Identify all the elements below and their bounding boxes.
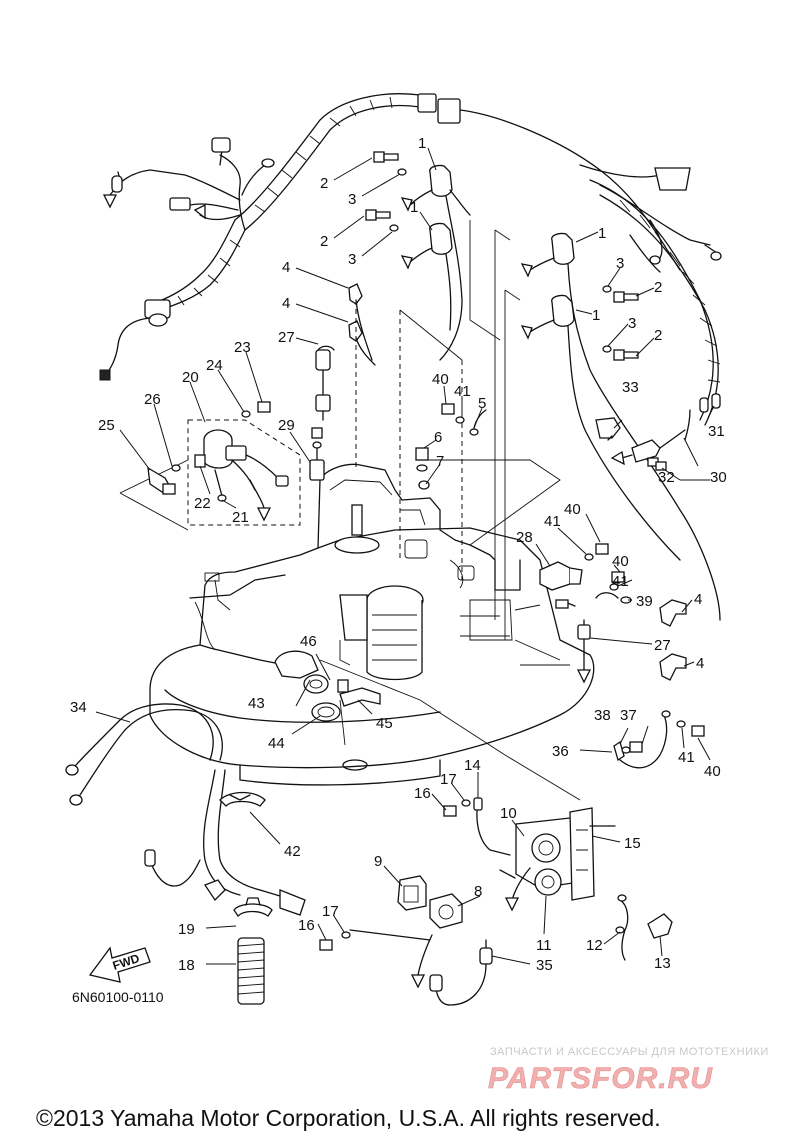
lead-wires-27-29	[309, 345, 592, 684]
callout-3: 3	[348, 191, 356, 208]
callout-2: 2	[320, 233, 328, 250]
diagram-reference-code: 6N60100-0110	[72, 989, 164, 1005]
callout-5: 5	[478, 395, 486, 412]
callout-20: 20	[182, 369, 199, 386]
callout-35: 35	[536, 957, 553, 974]
battery-cables	[65, 703, 306, 916]
callout-2: 2	[654, 279, 662, 296]
callout-26: 26	[144, 391, 161, 408]
callout-40: 40	[432, 371, 449, 388]
callout-37: 37	[620, 707, 637, 724]
callout-3: 3	[616, 255, 624, 272]
callout-4: 4	[282, 259, 290, 276]
callout-38: 38	[594, 707, 611, 724]
callout-1: 1	[418, 135, 426, 152]
callout-40: 40	[704, 763, 721, 780]
callout-42: 42	[284, 843, 301, 860]
callout-4: 4	[694, 591, 702, 608]
callout-33: 33	[622, 379, 639, 396]
callout-32: 32	[658, 469, 675, 486]
callout-1: 1	[592, 307, 600, 324]
callout-11: 11	[536, 937, 552, 954]
powerhead-block	[317, 463, 521, 641]
watermark-logo: PARTSFOR.RU	[488, 1062, 713, 1095]
callout-25: 25	[98, 417, 115, 434]
fwd-arrow: FWD	[88, 946, 151, 983]
callout-4: 4	[696, 655, 704, 672]
grommets-43-44-45	[274, 650, 381, 722]
callout-16: 16	[298, 917, 315, 934]
callout-3: 3	[348, 251, 356, 268]
callout-41: 41	[612, 573, 629, 590]
callout-39: 39	[636, 593, 653, 610]
callout-41: 41	[678, 749, 695, 766]
callout-4: 4	[282, 295, 290, 312]
callout-46: 46	[300, 633, 317, 650]
callout-27: 27	[654, 637, 671, 654]
callout-17: 17	[440, 771, 457, 788]
callout-7: 7	[436, 453, 444, 470]
callout-45: 45	[376, 715, 393, 732]
right-harness-components	[595, 393, 721, 471]
callout-40: 40	[564, 501, 581, 518]
callout-21: 21	[232, 509, 249, 526]
callout-12: 12	[586, 937, 603, 954]
callout-36: 36	[552, 743, 569, 760]
spiral-tube-and-clamp	[233, 897, 273, 1005]
callout-29: 29	[278, 417, 295, 434]
callout-10: 10	[500, 805, 517, 822]
callout-2: 2	[320, 175, 328, 192]
callout-17: 17	[322, 903, 339, 920]
callout-9: 9	[374, 853, 382, 870]
callout-2: 2	[654, 327, 662, 344]
callout-23: 23	[234, 339, 251, 356]
callout-43: 43	[248, 695, 265, 712]
callout-3: 3	[628, 315, 636, 332]
callout-30: 30	[710, 469, 727, 486]
callout-44: 44	[268, 735, 285, 752]
watermark-subtitle: ЗАПЧАСТИ И АКСЕССУАРЫ ДЛЯ МОТОТЕХНИКИ	[490, 1046, 769, 1058]
callout-14: 14	[464, 757, 481, 774]
callout-numbers: 1 2 3 1 2 3 1 3 2 1 3 2 4 4 27 23 24 20 …	[70, 135, 727, 974]
relay-fuse-assembly	[319, 797, 673, 1006]
main-wire-harness	[234, 93, 722, 426]
callout-1: 1	[598, 225, 606, 242]
bottom-cowling	[149, 527, 595, 786]
callout-16: 16	[414, 785, 431, 802]
callout-19: 19	[178, 921, 195, 938]
callout-40: 40	[612, 553, 629, 570]
left-harness-branch	[99, 137, 275, 381]
callout-24: 24	[206, 357, 223, 374]
callout-31: 31	[708, 423, 725, 440]
callout-13: 13	[654, 955, 671, 972]
callout-18: 18	[178, 957, 195, 974]
starter-motor	[334, 504, 424, 681]
callout-41: 41	[454, 383, 471, 400]
callout-8: 8	[474, 883, 482, 900]
bolts-washers	[365, 151, 639, 361]
callout-28: 28	[516, 529, 533, 546]
callout-1: 1	[410, 199, 418, 216]
lower-right-fasteners	[613, 710, 705, 769]
solenoid-bracket-assembly	[119, 401, 301, 531]
ground-parts-middle	[415, 403, 487, 490]
callout-22: 22	[194, 495, 211, 512]
guide-lines	[319, 220, 581, 801]
cable-clamp-42	[219, 791, 266, 807]
callout-15: 15	[624, 835, 641, 852]
callout-6: 6	[434, 429, 442, 446]
callout-41: 41	[544, 513, 561, 530]
ignition-coil-upper-1	[400, 164, 721, 621]
callout-27: 27	[278, 329, 295, 346]
callout-leaders	[95, 147, 715, 965]
callout-34: 34	[70, 699, 87, 716]
copyright-notice: ©2013 Yamaha Motor Corporation, U.S.A. A…	[36, 1105, 661, 1131]
rectifier-regulator	[539, 543, 632, 609]
